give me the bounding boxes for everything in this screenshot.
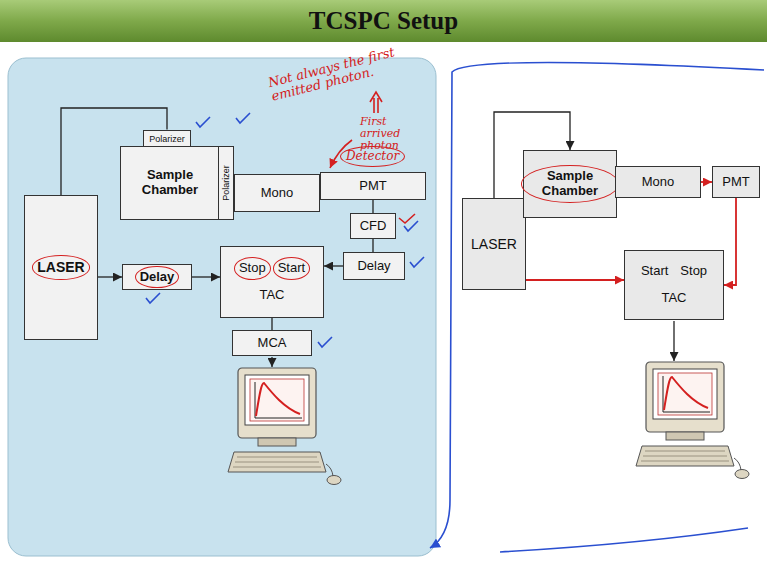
annotation-note: First arrived photon (360, 116, 426, 152)
node-text: Delay (357, 259, 390, 274)
computer-icon (636, 362, 749, 479)
sample-chamber-box: Sample Chamber (523, 150, 617, 218)
sample-chamber-box: Sample Chamber (120, 146, 220, 220)
signal-connector (372, 239, 373, 252)
output-arrow (673, 321, 674, 361)
title-text: TCSPC Setup (309, 7, 458, 35)
laser-box: LASER (24, 195, 98, 340)
title-bar: TCSPC Setup (0, 0, 767, 42)
signal-connector (372, 200, 373, 213)
node-text: Delay (140, 270, 175, 285)
tac-box: Start StopTAC (624, 250, 724, 320)
node-text: PMT (722, 175, 749, 190)
signal-connector (526, 279, 624, 281)
polarizer-box: Polarizer (218, 146, 234, 220)
cfd-box: CFD (350, 213, 396, 239)
tac-box: Stop StartTAC (220, 246, 324, 318)
signal-connector (271, 318, 272, 330)
delay-box: Delay (343, 252, 405, 280)
title-band (0, 0, 767, 42)
setup-panel (8, 58, 436, 556)
node-text: Start (641, 264, 668, 279)
bracket (430, 62, 764, 548)
node-text: MCA (258, 336, 287, 351)
node-text: TAC (223, 288, 321, 303)
mca-box: MCA (232, 330, 312, 356)
node-text: Stop (680, 264, 707, 279)
node-text: LASER (471, 236, 517, 252)
bracket (500, 528, 748, 552)
signal-connector (701, 181, 712, 183)
node-text: Sample Chamber (526, 169, 614, 199)
monochromator-box: Mono (615, 166, 701, 198)
pmt-box: PMT (712, 166, 760, 198)
pmt-box: PMT (320, 172, 426, 200)
signal-connector (98, 276, 122, 277)
node-text: Stop (239, 261, 266, 276)
signal-connector (192, 276, 220, 277)
node-text: PMT (359, 179, 386, 194)
node-text: Polarizer (221, 165, 231, 201)
node-text: Sample Chamber (123, 168, 217, 198)
signal-connector (724, 198, 736, 285)
computer-icon (228, 368, 341, 485)
output-arrow (271, 357, 272, 367)
node-text: CFD (360, 219, 387, 234)
node-text: LASER (37, 259, 84, 275)
monochromator-box: Mono (234, 174, 320, 212)
node-text: TAC (627, 291, 721, 306)
node-text: Mono (642, 175, 675, 190)
node-text: Start (278, 261, 305, 276)
node-text: Mono (261, 186, 294, 201)
node-text: Polarizer (149, 134, 185, 144)
delay-box: Delay (122, 264, 192, 290)
annotation-note: Not always the first emitted photon. (267, 40, 419, 104)
laser-box: LASER (462, 198, 526, 290)
annotation-note: Detector (346, 150, 399, 163)
signal-connector (324, 265, 343, 266)
